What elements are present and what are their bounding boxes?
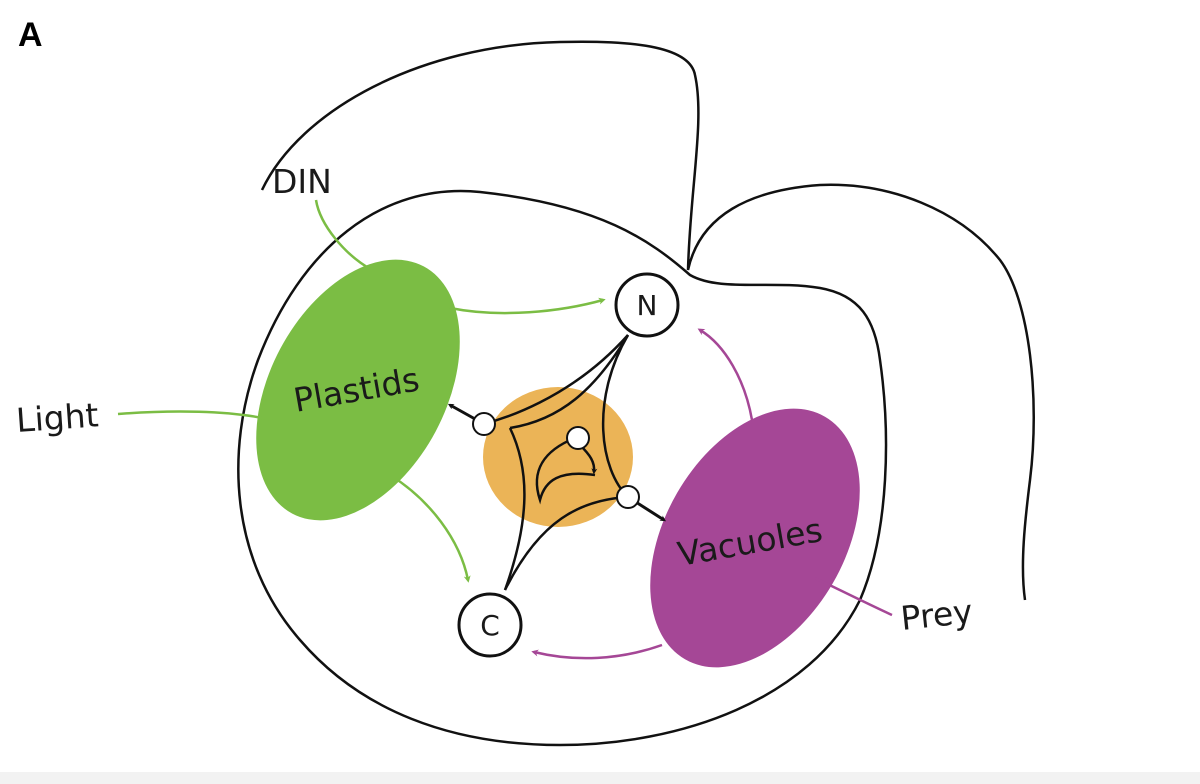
n-c-link-inner-4	[503, 495, 629, 591]
center-region	[483, 387, 633, 527]
panel-label: A	[18, 16, 43, 54]
din-input-line	[314, 199, 373, 272]
plastids-to-c-arrow	[389, 473, 471, 583]
light-label: Light	[15, 395, 100, 440]
vacuoles-to-n-arrow	[697, 328, 754, 421]
n-c-link-inner-3	[503, 427, 526, 591]
n-c-link-inner-1	[509, 334, 630, 430]
c-node	[457, 592, 523, 658]
cell-body-outline	[237, 189, 888, 747]
light-input-line	[117, 410, 273, 422]
n-c-link-inner-2	[601, 334, 630, 498]
n-c-link-inner-5	[535, 436, 596, 505]
plastids-organelle	[256, 259, 460, 521]
n-node	[614, 272, 680, 338]
junction-circle-right	[616, 485, 640, 509]
bottom-strip	[0, 772, 1200, 784]
n-node-label: N	[637, 289, 658, 322]
vacuoles-organelle	[650, 408, 860, 668]
outer-cell-outline	[260, 40, 1035, 601]
prey-input-line	[814, 576, 893, 617]
din-label: DIN	[272, 162, 332, 201]
plastids-to-n-arrow	[449, 297, 606, 315]
c-node-label: C	[480, 609, 500, 642]
junction-circle-left	[472, 412, 496, 436]
junction-circle-center	[566, 426, 590, 450]
vacuoles-to-c-arrow	[531, 643, 663, 660]
prey-label: Prey	[899, 592, 975, 638]
